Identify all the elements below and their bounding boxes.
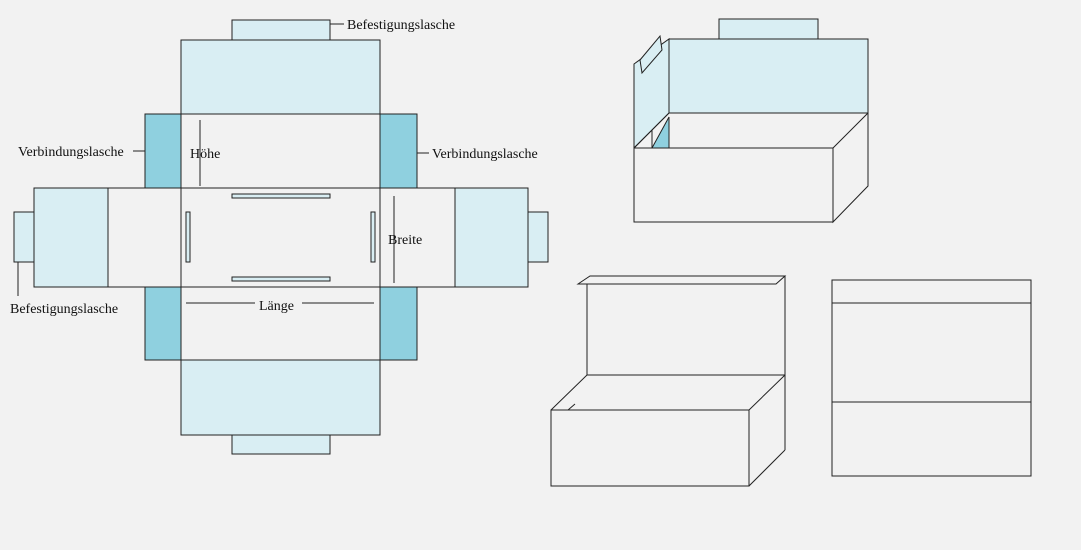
label-width: Breite <box>388 233 422 248</box>
left-side-wall <box>107 187 182 288</box>
hinged-right-bottom <box>748 449 786 487</box>
label-connector-right: Verbindungslasche <box>432 147 538 162</box>
top-flap-panel <box>180 39 381 115</box>
connector-flap-top-left <box>144 113 182 189</box>
slot-top <box>231 193 331 199</box>
box-3d-hinged <box>550 275 787 487</box>
hinged-left-top <box>550 374 588 411</box>
box-bottom-panel <box>180 187 381 288</box>
box3d-right-wall <box>832 111 869 224</box>
top-fastening-tab <box>231 19 331 41</box>
box-front-view <box>831 279 1032 477</box>
box3d-left-tab <box>639 34 663 75</box>
hinged-inner-edge <box>567 403 576 411</box>
right-flap-panel <box>454 187 529 288</box>
bottom-flap-panel <box>180 359 381 436</box>
right-fastening-tab <box>527 211 549 263</box>
connector-flap-top-right <box>379 113 418 189</box>
box3d-lid-panel <box>668 38 869 114</box>
box-net <box>13 19 549 455</box>
label-tab-left: Befestigungslasche <box>10 302 118 317</box>
hinged-lid-top <box>576 275 787 285</box>
label-connector-left: Verbindungslasche <box>18 145 124 160</box>
connector-flap-bottom-left <box>144 286 182 361</box>
left-flap-panel <box>33 187 109 288</box>
label-length: Länge <box>259 299 294 314</box>
slot-bottom <box>231 276 331 282</box>
hinged-front-wall <box>550 409 750 487</box>
slot-right <box>370 211 376 263</box>
label-height: Höhe <box>190 147 220 162</box>
box3d-front-wall <box>633 147 834 223</box>
connector-flap-bottom-right <box>379 286 418 361</box>
left-fastening-tab <box>13 211 35 263</box>
label-tab-top: Befestigungslasche <box>347 18 455 33</box>
front-view-outline <box>831 279 1032 477</box>
labels: Befestigungslasche Verbindungslasche Ver… <box>10 18 538 317</box>
slot-left <box>185 211 191 263</box>
box-3d-open <box>633 18 869 224</box>
hinged-right-top <box>748 374 786 411</box>
bottom-fastening-tab <box>231 434 331 455</box>
bottom-side-wall <box>180 286 381 361</box>
box3d-back-tab <box>718 18 819 40</box>
